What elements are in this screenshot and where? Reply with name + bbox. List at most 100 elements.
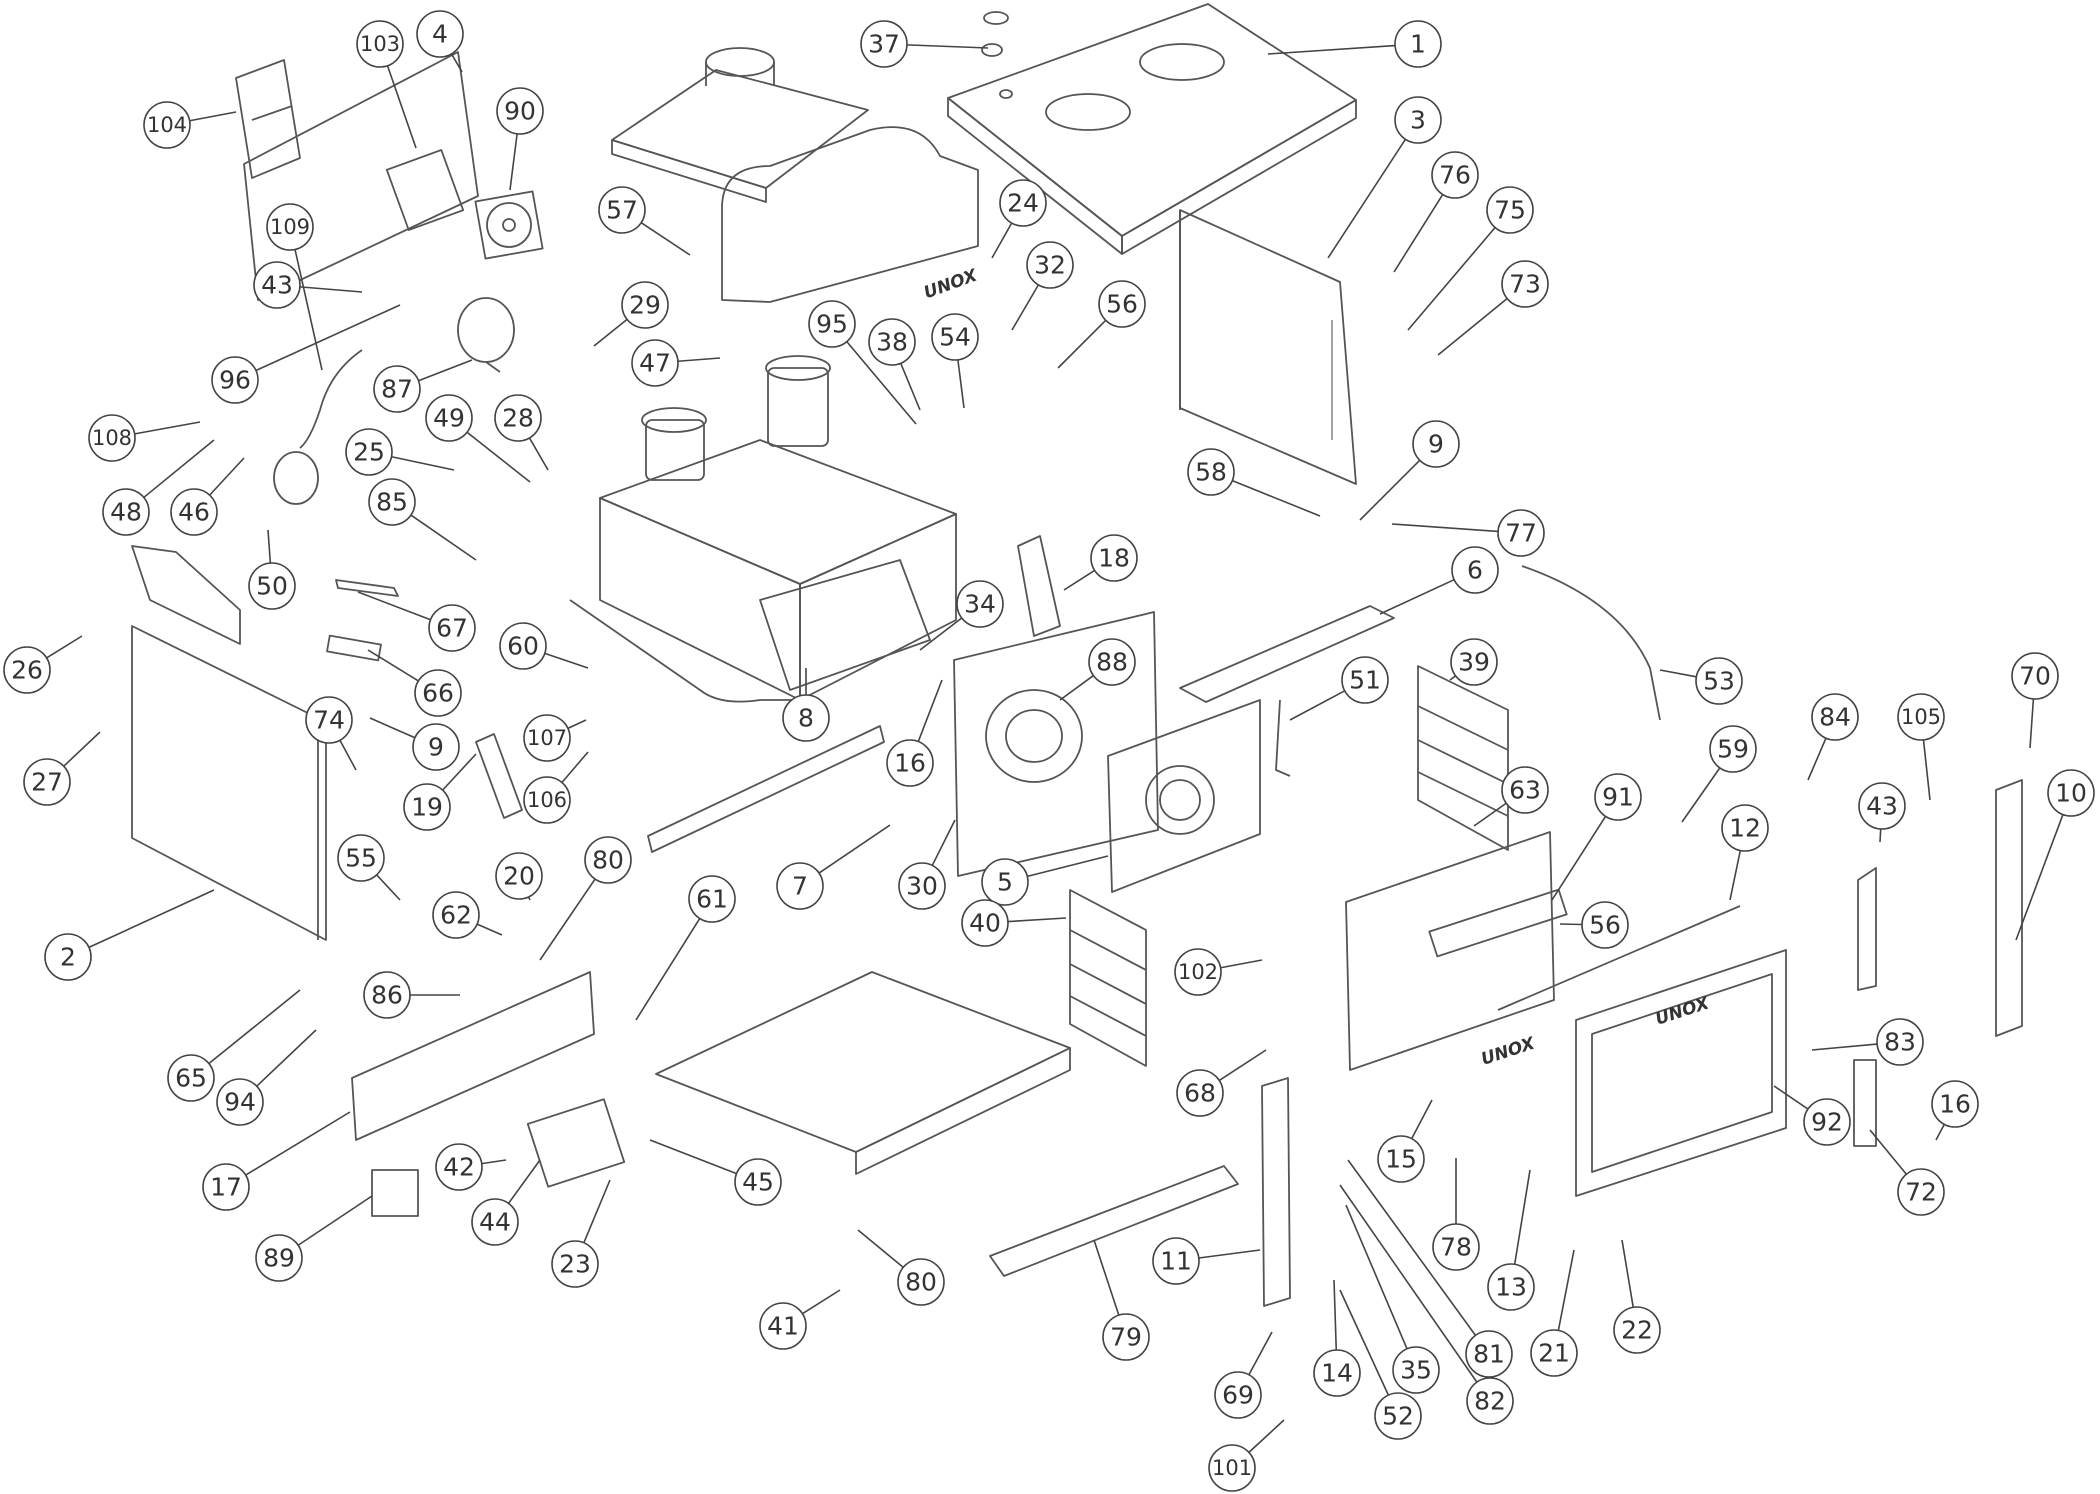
callout-label: 80 [592, 846, 624, 875]
callout-label: 63 [1509, 776, 1541, 805]
callout-label: 80 [905, 1268, 937, 1297]
callout-46: 46 [170, 457, 245, 536]
callout-leader-line [1659, 669, 1697, 678]
callout-label: 27 [31, 768, 63, 797]
callout-label: 17 [210, 1173, 242, 1202]
callout-circle [3, 646, 51, 694]
callout-label: 87 [381, 375, 413, 404]
callout-72: 72 [1869, 1129, 1945, 1216]
callout-leader-line [88, 889, 215, 949]
callout-circle [143, 101, 191, 149]
callout-79: 79 [1093, 1239, 1150, 1361]
callout-leader-line [1267, 44, 1396, 55]
callout-circle [1811, 693, 1859, 741]
callout-56: 56 [1057, 280, 1146, 369]
callout-23: 23 [551, 1179, 611, 1288]
callout-label: 81 [1473, 1340, 1505, 1369]
strip-66 [326, 634, 382, 662]
callout-circle [898, 862, 946, 910]
callout-label: 56 [1106, 290, 1138, 319]
callout-circle [1613, 1306, 1661, 1354]
bracket-18 [1017, 535, 1061, 637]
callout-circle [1466, 1377, 1514, 1425]
callout-7: 7 [776, 824, 891, 910]
callout-leader-line [1729, 850, 1742, 901]
callout-53: 53 [1659, 657, 1743, 705]
callout-82: 82 [1339, 1184, 1514, 1425]
callout-leader-line [846, 341, 917, 425]
callout-48: 48 [102, 439, 215, 536]
callout-label: 44 [479, 1208, 511, 1237]
callout-label: 109 [270, 215, 310, 239]
callout-label: 7 [792, 872, 808, 901]
callout-circle [776, 862, 824, 910]
callout-96: 96 [211, 304, 401, 404]
callout-label: 38 [876, 328, 908, 357]
callout-106: 106 [523, 751, 589, 824]
callout-label: 4 [432, 20, 448, 49]
callout-87: 87 [373, 359, 473, 413]
callout-leader-line [1345, 1204, 1408, 1350]
callout-circle [621, 281, 669, 329]
callout-30: 30 [898, 819, 956, 910]
callout-leader-line [649, 1139, 737, 1175]
callout-label: 43 [1866, 792, 1898, 821]
callout-label: 56 [1589, 911, 1621, 940]
callout-circle [1897, 693, 1945, 741]
callout-leader-line [267, 529, 272, 564]
callout-leader-line [1339, 1289, 1390, 1396]
callout-label: 73 [1509, 270, 1541, 299]
left-side-panel [131, 625, 327, 941]
callout-91: 91 [1551, 773, 1642, 901]
callout-54: 54 [931, 313, 979, 409]
callout-41: 41 [759, 1289, 841, 1350]
callout-leader-line [339, 739, 357, 771]
callout-label: 39 [1458, 648, 1490, 677]
callout-label: 37 [868, 30, 900, 59]
callout-circle [1486, 186, 1534, 234]
callout-circle [1432, 1223, 1480, 1271]
callout-94: 94 [216, 1029, 317, 1126]
callout-leader-line [1232, 479, 1321, 517]
callout-leader-line [919, 617, 963, 651]
callout-circle [584, 836, 632, 884]
callout-label: 25 [353, 438, 385, 467]
callout-circle [102, 488, 150, 536]
callout-label: 104 [147, 113, 187, 137]
callout-circle [255, 1234, 303, 1282]
callout-15: 15 [1377, 1099, 1433, 1183]
callout-leader-line [1557, 1249, 1575, 1331]
callout-leader-line [255, 304, 401, 372]
callout-circle [496, 87, 544, 135]
callout-label: 108 [92, 426, 132, 450]
brand-logo-rear: UNOX [921, 265, 980, 303]
callout-circle [1465, 1330, 1513, 1378]
callout-label: 77 [1505, 519, 1537, 548]
callout-37: 37 [860, 20, 989, 68]
callout-leader-line [418, 359, 473, 382]
callout-label: 59 [1717, 735, 1749, 764]
callout-leader-line [507, 1159, 541, 1204]
callout-label: 22 [1621, 1316, 1653, 1345]
callout-27: 27 [23, 731, 101, 806]
callout-49: 49 [425, 394, 531, 483]
callout-108: 108 [88, 414, 201, 462]
callout-62: 62 [432, 891, 503, 939]
callout-leader-line [857, 1229, 904, 1268]
callout-16: 16 [1931, 1080, 1979, 1141]
callout-label: 16 [894, 749, 926, 778]
drip-tray-79 [989, 1165, 1239, 1277]
fan-motor [457, 297, 515, 373]
control-board-44 [526, 1098, 626, 1188]
callout-label: 50 [256, 572, 288, 601]
callout-circle [1858, 782, 1906, 830]
callout-circle [1530, 1329, 1578, 1377]
callout-73: 73 [1437, 260, 1549, 356]
callout-circle [1088, 638, 1136, 686]
callout-circle [495, 852, 543, 900]
front-rail-17 [351, 971, 595, 1141]
callout-label: 48 [110, 498, 142, 527]
callout-leader-line [1473, 802, 1507, 827]
callout-label: 3 [1410, 106, 1426, 135]
